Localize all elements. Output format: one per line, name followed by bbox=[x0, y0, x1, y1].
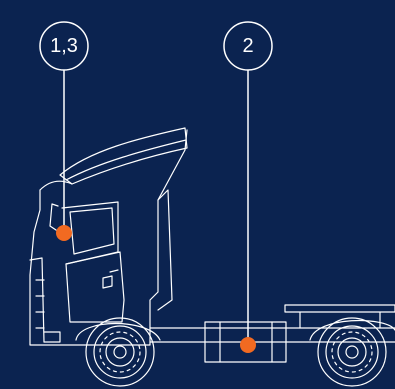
side-window bbox=[70, 208, 114, 254]
door-handle bbox=[110, 270, 118, 272]
roof-deflector bbox=[60, 128, 187, 184]
mirror bbox=[50, 204, 58, 230]
fifth-wheel bbox=[285, 305, 395, 328]
cab-rear-panel bbox=[158, 190, 172, 310]
callout-1-label: 1,3 bbox=[40, 36, 88, 56]
front-step bbox=[44, 332, 60, 342]
front-wheel bbox=[86, 318, 154, 386]
marker-2 bbox=[240, 337, 256, 353]
door-outline bbox=[66, 252, 124, 322]
callout-2-label: 2 bbox=[224, 36, 272, 56]
badge-outline bbox=[103, 276, 112, 288]
cab-top-front bbox=[40, 181, 72, 190]
front-grille bbox=[30, 258, 44, 342]
marker-1-3 bbox=[56, 225, 72, 241]
